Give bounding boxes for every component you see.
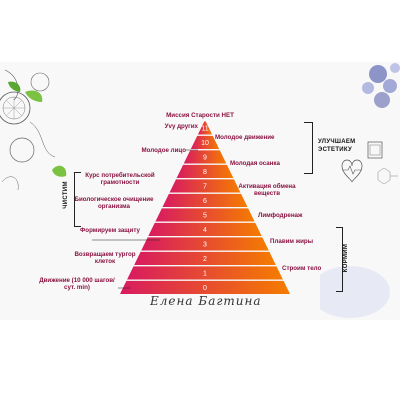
label-fat: Плавим жиры (270, 238, 313, 245)
label-lymph: Лимфодренаж (258, 212, 303, 219)
pyramid-level-number: 10 (201, 140, 209, 147)
label-turgor: Возвращаем тургор клеток (74, 251, 136, 265)
pyramid-banner: 0 1 2 3 4 5 6 7 8 9 10 11 Миссия Старости НЕТ Уvу д… (0, 62, 400, 320)
label-metab: Активация обмена веществ (238, 183, 296, 197)
bracket-feed (336, 227, 343, 292)
pyramid-level-number: 8 (203, 169, 207, 176)
label-bio: Биологическое очищение организма (74, 196, 154, 210)
label-move: Движение (10 000 шагов/сут. min) (39, 277, 115, 291)
bracket-improve (304, 122, 313, 174)
label-young-move: Молодое движение (215, 134, 275, 141)
bracket-clean (74, 172, 81, 227)
pyramid-level-number: 5 (203, 212, 207, 219)
citrus-illustration (0, 69, 67, 191)
pyramid-level-number: 6 (203, 198, 207, 205)
berries-illustration (320, 63, 400, 318)
pyramid-band-8 (176, 164, 234, 178)
label-protect: Формируем защиту (80, 227, 140, 234)
pyramid-band-1 (127, 266, 283, 280)
pyramid-chart: 0 1 2 3 4 5 6 7 8 9 10 11 (92, 121, 290, 294)
label-face: Молодое лицо (141, 147, 186, 154)
pyramid-level-number: 2 (203, 256, 207, 263)
side-label-clean: ЧИСТИМ (63, 181, 69, 209)
pyramid-band-11 (197, 121, 213, 135)
pyramid-level-number: 4 (203, 227, 207, 234)
signature: Елена Багтина (150, 294, 262, 308)
pyramid-band-6 (162, 193, 248, 207)
pyramid-band-7 (169, 179, 241, 193)
pyramid-level-number: 11 (201, 125, 208, 132)
pyramid-band-0 (120, 280, 290, 294)
pyramid-band-4 (148, 222, 262, 236)
side-label-feed: КОРМИМ (343, 243, 349, 273)
top-label: Миссия Старости НЕТ (166, 112, 234, 119)
pyramid-level-number: 9 (203, 154, 207, 161)
pyramid-band-2 (134, 251, 276, 265)
pyramid-level-number: 0 (203, 285, 207, 292)
label-body: Строим тело (282, 265, 322, 272)
pyramid-band-9 (183, 150, 227, 164)
pyramid-level-number: 3 (203, 241, 207, 248)
label-course: Курс потребительской грамотности (85, 172, 155, 186)
pyramid-level-number: 1 (203, 270, 207, 277)
pyramid-band-5 (155, 208, 255, 222)
pyramid-band-3 (141, 237, 269, 251)
label-uvu: Уvу других (164, 123, 198, 130)
label-posture: Молодая осанка (230, 160, 280, 167)
pyramid-level-number: 7 (203, 183, 207, 190)
pyramid-band-10 (190, 135, 220, 149)
side-label-improve: УЛУЧШАЕМ ЭСТЕТИКУ (318, 139, 356, 153)
